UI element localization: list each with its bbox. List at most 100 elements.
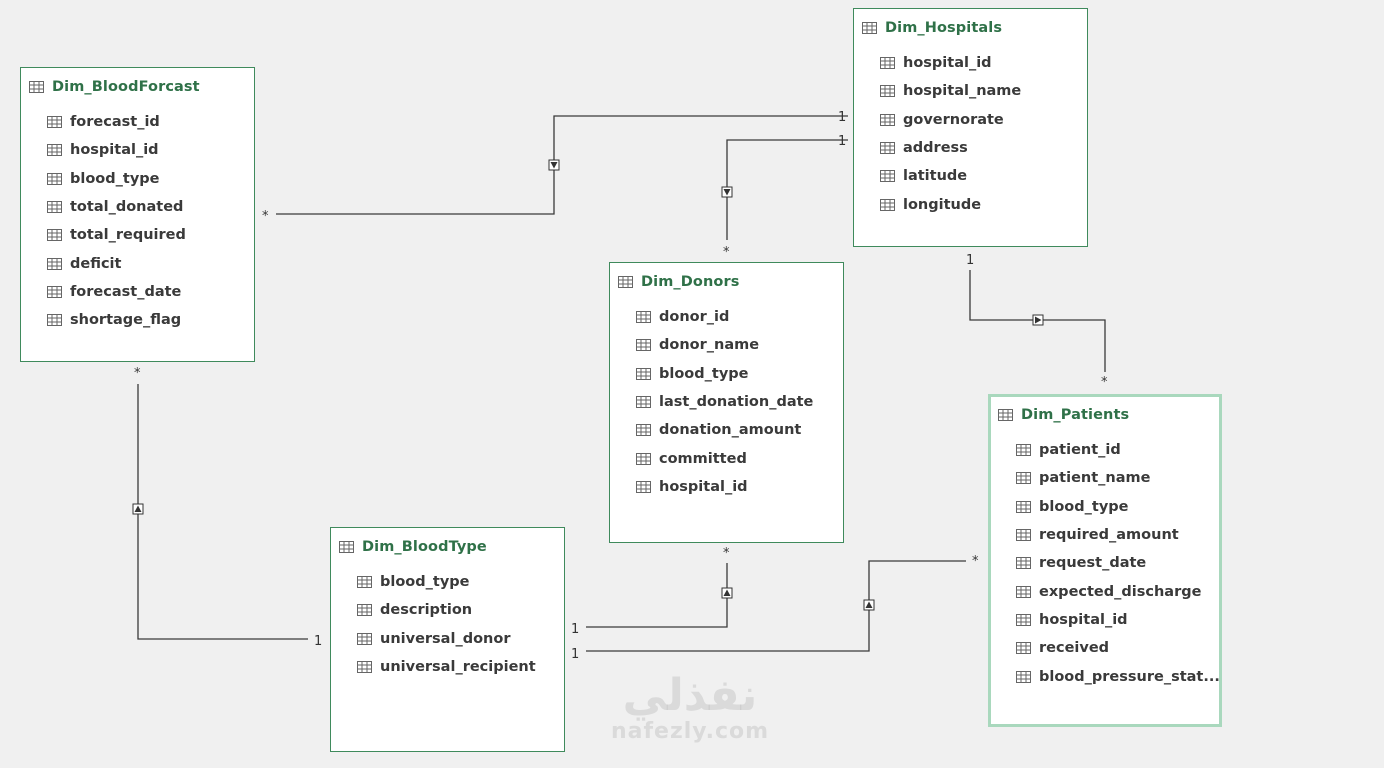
field-grid-icon [1016, 642, 1031, 655]
field-name: donation_amount [659, 422, 802, 439]
field-grid-icon [636, 396, 651, 409]
filter-direction-arrow-icon [132, 503, 144, 515]
cardinality-many: * [723, 546, 730, 561]
field-last-donation-date[interactable]: last_donation_date [636, 388, 813, 416]
field-donation-amount[interactable]: donation_amount [636, 416, 813, 444]
table-title: Dim_BloodType [362, 539, 487, 555]
table-grid-icon [339, 541, 354, 553]
field-name: hospital_id [903, 55, 992, 72]
field-blood-type[interactable]: blood_type [636, 360, 813, 388]
field-grid-icon [1016, 529, 1031, 542]
table-dim-bloodforcast[interactable]: Dim_BloodForcast forecast_id hospital_id… [20, 67, 255, 362]
field-name: blood_type [1039, 498, 1129, 515]
field-name: blood_type [70, 170, 160, 187]
field-grid-icon [636, 452, 651, 465]
field-shortage-flag[interactable]: shortage_flag [47, 306, 186, 334]
field-grid-icon [357, 576, 372, 589]
field-grid-icon [47, 257, 62, 270]
field-name: hospital_id [659, 478, 748, 495]
field-donor-name[interactable]: donor_name [636, 331, 813, 359]
cardinality-one: 1 [314, 634, 322, 649]
field-hospital-id[interactable]: hospital_id [636, 473, 813, 501]
field-blood-type[interactable]: blood_type [357, 568, 536, 596]
table-title: Dim_Hospitals [885, 20, 1003, 36]
field-hospital-id[interactable]: hospital_id [1016, 606, 1220, 634]
field-name: blood_type [659, 365, 749, 382]
filter-direction-arrow-icon [548, 159, 560, 171]
table-dim-bloodtype[interactable]: Dim_BloodType blood_type description uni… [330, 527, 565, 752]
field-description[interactable]: description [357, 596, 536, 624]
field-required-amount[interactable]: required_amount [1016, 521, 1220, 549]
field-name: request_date [1039, 555, 1147, 572]
cardinality-many: * [723, 245, 730, 260]
field-grid-icon [357, 632, 372, 645]
table-dim-donors[interactable]: Dim_Donors donor_id donor_name blood_typ… [609, 262, 844, 543]
field-grid-icon [357, 604, 372, 617]
field-longitude[interactable]: longitude [880, 190, 1021, 218]
field-name: committed [659, 450, 747, 467]
field-name: donor_name [659, 337, 760, 354]
field-governorate[interactable]: governorate [880, 106, 1021, 134]
field-name: last_donation_date [659, 394, 814, 411]
cardinality-many: * [262, 209, 269, 224]
field-blood-type[interactable]: blood_type [1016, 493, 1220, 521]
field-list: hospital_id hospital_name governorate ad… [880, 49, 1021, 219]
field-name: universal_recipient [380, 659, 536, 676]
field-list: donor_id donor_name blood_type last_dona… [636, 303, 813, 501]
field-blood-pressure-status[interactable]: blood_pressure_stat... [1016, 662, 1220, 690]
field-donor-id[interactable]: donor_id [636, 303, 813, 331]
field-name: patient_name [1039, 470, 1151, 487]
relationship-hospitals-patients[interactable]: 1 * [966, 253, 1108, 390]
field-committed[interactable]: committed [636, 444, 813, 472]
field-hospital-id[interactable]: hospital_id [47, 136, 186, 164]
cardinality-many: * [1101, 375, 1108, 390]
field-request-date[interactable]: request_date [1016, 549, 1220, 577]
cardinality-one: 1 [571, 647, 579, 662]
table-dim-patients[interactable]: Dim_Patients patient_id patient_name blo… [988, 394, 1222, 727]
field-expected-discharge[interactable]: expected_discharge [1016, 577, 1220, 605]
field-forecast-date[interactable]: forecast_date [47, 278, 186, 306]
relationship-hospitals-donors[interactable]: 1 * [721, 134, 848, 260]
field-patient-id[interactable]: patient_id [1016, 436, 1220, 464]
field-name: longitude [903, 196, 982, 213]
field-grid-icon [1016, 500, 1031, 513]
field-name: shortage_flag [70, 312, 182, 329]
relationship-bloodtype-donors[interactable]: 1 * [571, 546, 733, 637]
field-total-required[interactable]: total_required [47, 221, 186, 249]
relationship-bloodtype-patients[interactable]: 1 * [571, 554, 979, 662]
field-grid-icon [880, 170, 895, 183]
field-hospital-name[interactable]: hospital_name [880, 77, 1021, 105]
table-header: Dim_BloodType [339, 536, 487, 558]
field-universal-recipient[interactable]: universal_recipient [357, 653, 536, 681]
field-list: forecast_id hospital_id blood_type total… [47, 108, 186, 334]
field-name: hospital_name [903, 83, 1022, 100]
field-blood-type[interactable]: blood_type [47, 165, 186, 193]
field-name: forecast_id [70, 114, 160, 131]
field-name: hospital_id [1039, 611, 1128, 628]
field-grid-icon [636, 424, 651, 437]
field-name: total_required [70, 227, 186, 244]
field-total-donated[interactable]: total_donated [47, 193, 186, 221]
field-grid-icon [1016, 585, 1031, 598]
field-grid-icon [1016, 670, 1031, 683]
field-address[interactable]: address [880, 134, 1021, 162]
field-deficit[interactable]: deficit [47, 249, 186, 277]
relationship-bloodtype-bloodforcast[interactable]: 1 * [132, 366, 322, 649]
field-name: governorate [903, 111, 1004, 128]
table-title: Dim_Donors [641, 274, 740, 290]
field-grid-icon [47, 201, 62, 214]
filter-direction-arrow-icon [1032, 314, 1044, 326]
field-received[interactable]: received [1016, 634, 1220, 662]
relationship-hospitals-bloodforcast[interactable]: 1 * [262, 110, 848, 224]
field-universal-donor[interactable]: universal_donor [357, 625, 536, 653]
field-grid-icon [47, 172, 62, 185]
field-forecast-id[interactable]: forecast_id [47, 108, 186, 136]
table-title: Dim_BloodForcast [52, 79, 200, 95]
table-dim-hospitals[interactable]: Dim_Hospitals hospital_id hospital_name … [853, 8, 1088, 247]
field-latitude[interactable]: latitude [880, 162, 1021, 190]
field-grid-icon [1016, 613, 1031, 626]
cardinality-one: 1 [966, 253, 974, 268]
field-hospital-id[interactable]: hospital_id [880, 49, 1021, 77]
field-grid-icon [636, 480, 651, 493]
field-patient-name[interactable]: patient_name [1016, 464, 1220, 492]
